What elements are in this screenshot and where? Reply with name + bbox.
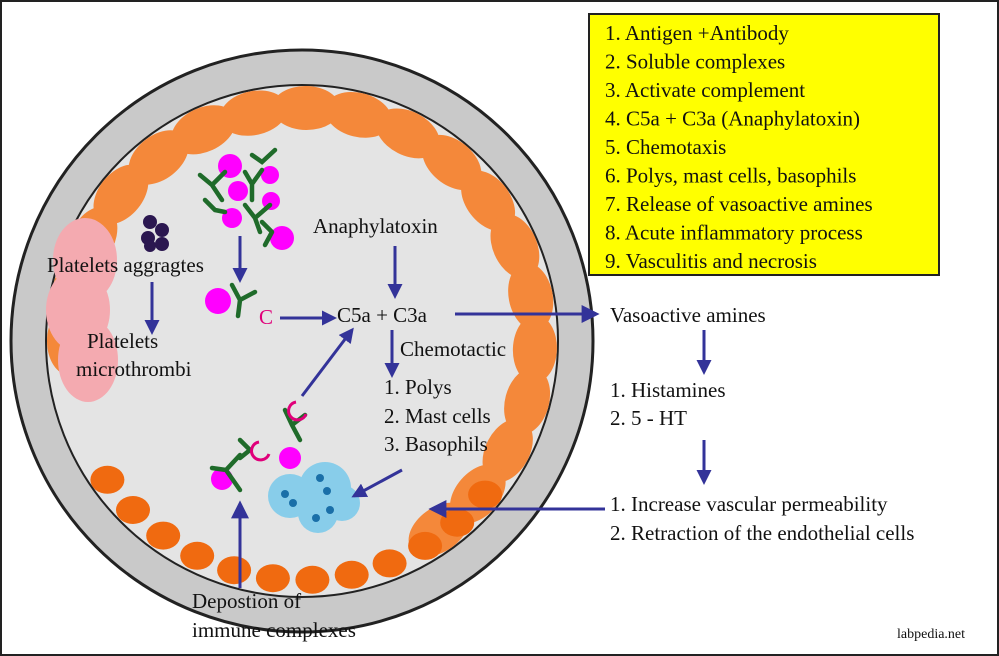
label-platelets: Platelets <box>87 329 158 353</box>
label-chemotactic: Chemotactic <box>400 337 506 361</box>
label-polys: 1. Polys <box>384 375 452 399</box>
immune-complex-cluster <box>197 147 294 250</box>
vessel-lumen <box>45 84 559 598</box>
key-item: 2. Soluble complexes <box>605 50 785 74</box>
damaged-endothelial-cell <box>372 549 407 578</box>
damaged-endothelial-cell <box>217 556 252 585</box>
basophil-cells <box>268 462 360 533</box>
arrow-cells-to-basophils <box>351 468 403 498</box>
damaged-endothelial-cell <box>116 496 150 524</box>
arrow-deposits-to-c5a <box>300 327 354 397</box>
damaged-endothelial-cell <box>255 564 290 593</box>
label-endothelial-retraction: 2. Retraction of the endothelial cells <box>610 521 914 545</box>
flow-arrows <box>144 236 712 588</box>
endothelial-cell <box>512 315 557 384</box>
endothelial-cell <box>272 85 341 131</box>
deposited-immune-complexes <box>209 400 308 493</box>
key-item: 6. Polys, mast cells, basophils <box>605 164 856 188</box>
damaged-endothelial-cell <box>440 508 475 537</box>
damaged-endothelial-cell <box>90 465 125 494</box>
complement-symbol: C <box>259 305 273 329</box>
key-item: 3. Activate complement <box>605 78 805 102</box>
endothelial-cell <box>490 213 540 279</box>
endothelial-cell <box>504 367 551 435</box>
key-list: 1. Antigen +Antibody 2. Soluble complexes… <box>605 21 873 273</box>
platelet-cluster <box>141 215 169 252</box>
damaged-endothelial-cell <box>180 541 215 570</box>
label-mast-cells: 2. Mast cells <box>384 404 491 428</box>
label-platelets-aggregates: Platelets aggragtes <box>47 253 204 277</box>
key-item: 9. Vasculitis and necrosis <box>605 249 817 273</box>
key-item: 8. Acute inflammatory process <box>605 221 863 245</box>
damaged-endothelial-cell <box>146 521 181 550</box>
platelet-patch <box>46 218 118 402</box>
watermark: labpedia.net <box>897 627 965 642</box>
complement-complex <box>205 282 258 319</box>
damaged-endothelial-cell <box>408 531 443 560</box>
label-microthrombi: microthrombi <box>76 357 192 381</box>
label-histamines: 1. Histamines <box>610 378 726 402</box>
label-5-ht: 2. 5 - HT <box>610 406 687 430</box>
endothelial-cell <box>324 92 392 138</box>
key-item: 5. Chemotaxis <box>605 135 726 159</box>
label-anaphylatoxin: Anaphylatoxin <box>313 214 438 238</box>
damaged-endothelial-cell <box>334 560 369 589</box>
endothelial-cell <box>171 105 236 155</box>
key-item: 7. Release of vasoactive amines <box>605 192 873 216</box>
label-c5a-c3a: C5a + C3a <box>337 303 428 327</box>
key-item: 4. C5a + C3a (Anaphylatoxin) <box>605 107 860 131</box>
label-vascular-permeability: 1. Increase vascular permeability <box>610 492 888 516</box>
key-item: 1. Antigen +Antibody <box>605 21 789 45</box>
damaged-endothelium <box>90 465 503 594</box>
damaged-endothelial-cell <box>468 480 503 509</box>
label-deposition: Depostion of <box>192 589 301 613</box>
label-basophils: 3. Basophils <box>384 432 488 456</box>
label-immune-complexes: immune complexes <box>192 618 356 642</box>
label-vasoactive-amines: Vasoactive amines <box>610 303 766 327</box>
damaged-endothelial-cell <box>295 565 330 594</box>
endothelial-cell <box>220 90 288 136</box>
key-box <box>588 13 940 276</box>
